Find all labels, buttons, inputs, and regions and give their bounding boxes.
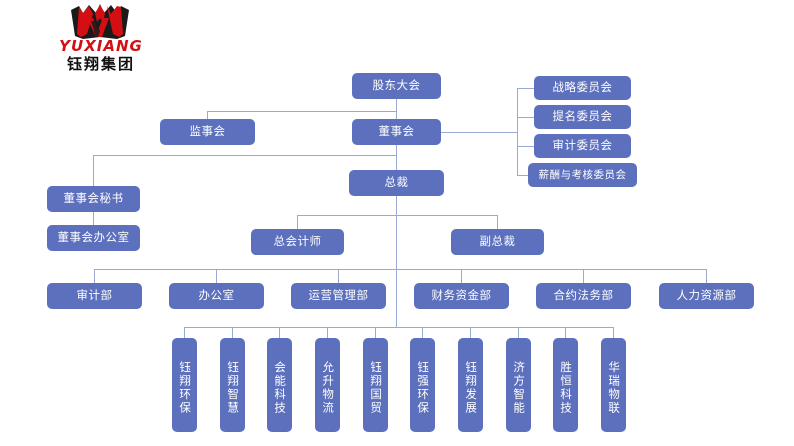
node-board-of-supervisors[interactable]: 监事会 — [160, 119, 255, 145]
connector-committee-2 — [517, 117, 534, 118]
connector-shareholders-board — [396, 99, 397, 119]
connector-sub-6 — [422, 327, 423, 338]
connector-board-supervisors-h — [207, 111, 397, 112]
yuxiang-crown-logo-icon — [65, 4, 135, 40]
connector-committee-1 — [517, 88, 534, 89]
node-subsidiary-yuxiang-fazhan[interactable]: 钰翔发展 — [458, 338, 483, 432]
connector-dept-3 — [338, 269, 339, 283]
connector-dept-1 — [94, 269, 95, 283]
node-subsidiary-yunsheng-wuliu[interactable]: 允升物流 — [315, 338, 340, 432]
node-board-of-directors[interactable]: 董事会 — [352, 119, 441, 145]
connector-exec-accountant — [297, 215, 298, 229]
company-logo: YUXIANG 钰翔集团 — [46, 4, 156, 73]
connector-sub-1 — [184, 327, 185, 338]
connector-sub-5 — [375, 327, 376, 338]
connector-sub-4 — [327, 327, 328, 338]
connector-sub-7 — [470, 327, 471, 338]
node-committee-nomination[interactable]: 提名委员会 — [534, 105, 631, 129]
node-committee-strategy[interactable]: 战略委员会 — [534, 76, 631, 100]
connector-president-spine — [396, 196, 397, 327]
connector-board-president — [396, 145, 397, 170]
node-department-operations[interactable]: 运营管理部 — [291, 283, 386, 309]
connector-department-bus — [94, 269, 706, 270]
logo-wordmark: YUXIANG — [59, 37, 143, 55]
node-president[interactable]: 总裁 — [349, 170, 444, 196]
logo-company-name: 钰翔集团 — [66, 55, 135, 73]
connector-sub-10 — [613, 327, 614, 338]
connector-committee-3 — [517, 146, 534, 147]
connector-sub-9 — [565, 327, 566, 338]
node-department-hr[interactable]: 人力资源部 — [659, 283, 754, 309]
node-chief-accountant[interactable]: 总会计师 — [251, 229, 344, 255]
connector-subsidiary-bus — [184, 327, 613, 328]
connector-dept-5 — [583, 269, 584, 283]
connector-committee-spine — [517, 88, 518, 176]
node-subsidiary-yuxiang-huanbao[interactable]: 钰翔环保 — [172, 338, 197, 432]
connector-exec-vp — [497, 215, 498, 229]
connector-board-committees-h — [440, 132, 517, 133]
connector-sub-8 — [518, 327, 519, 338]
connector-dept-6 — [706, 269, 707, 283]
node-subsidiary-jifang-zhineng[interactable]: 济方智能 — [506, 338, 531, 432]
connector-board-secretary-v — [93, 155, 94, 186]
node-board-secretary[interactable]: 董事会秘书 — [47, 186, 140, 212]
node-vice-president[interactable]: 副总裁 — [451, 229, 544, 255]
connector-dept-4 — [461, 269, 462, 283]
node-subsidiary-yuqiang-huanbao[interactable]: 钰强环保 — [410, 338, 435, 432]
node-committee-compensation[interactable]: 薪酬与考核委员会 — [528, 163, 637, 187]
node-committee-audit[interactable]: 审计委员会 — [534, 134, 631, 158]
connector-board-secretary-h — [93, 155, 396, 156]
node-subsidiary-shengheng-keji[interactable]: 胜恒科技 — [553, 338, 578, 432]
node-subsidiary-huarui-wulian[interactable]: 华瑞物联 — [601, 338, 626, 432]
node-subsidiary-yuxiang-guomao[interactable]: 钰翔国贸 — [363, 338, 388, 432]
node-department-audit[interactable]: 审计部 — [47, 283, 142, 309]
connector-sub-3 — [279, 327, 280, 338]
node-subsidiary-yuxiang-zhihui[interactable]: 钰翔智慧 — [220, 338, 245, 432]
node-subsidiary-huineng-keji[interactable]: 会能科技 — [267, 338, 292, 432]
connector-president-exec-bus — [297, 215, 497, 216]
node-board-office[interactable]: 董事会办公室 — [47, 225, 140, 251]
connector-secretary-office — [93, 212, 94, 225]
node-shareholders-meeting[interactable]: 股东大会 — [352, 73, 441, 99]
connector-dept-2 — [216, 269, 217, 283]
node-department-finance[interactable]: 财务资金部 — [414, 283, 509, 309]
connector-committee-4 — [517, 175, 534, 176]
connector-supervisors-drop — [207, 111, 208, 119]
node-department-office[interactable]: 办公室 — [169, 283, 264, 309]
node-department-legal[interactable]: 合约法务部 — [536, 283, 631, 309]
connector-sub-2 — [232, 327, 233, 338]
